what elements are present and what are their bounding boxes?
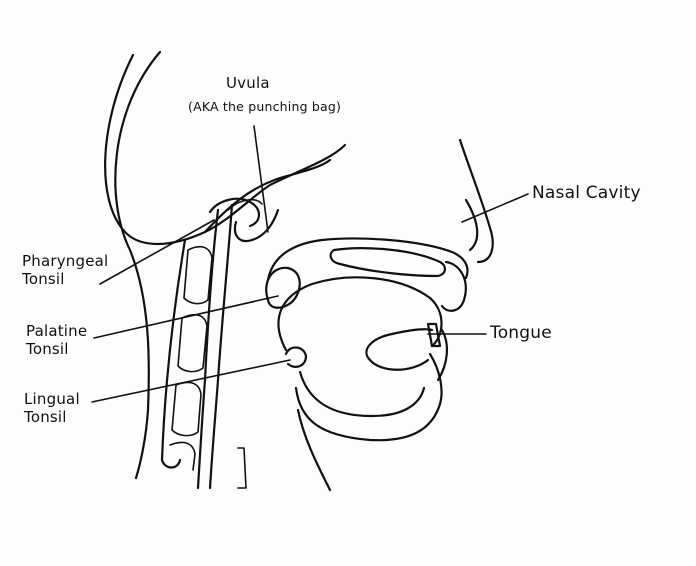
uvula-note: (AKA the punching bag) <box>188 98 341 116</box>
palatine-tonsil-label: Palatine Tonsil <box>26 322 87 358</box>
upper-lip <box>440 260 467 312</box>
palatine-line-2: Tonsil <box>26 340 69 358</box>
lingual-line-1: Lingual <box>24 390 80 408</box>
uvula-label: Uvula <box>226 74 270 92</box>
lingual-tonsil-label: Lingual Tonsil <box>24 390 80 426</box>
epiglottis-stub <box>237 447 247 489</box>
neck-back-outline <box>114 50 162 480</box>
palatine-line-1: Palatine <box>26 322 88 340</box>
mandible-outer <box>294 352 443 442</box>
leader-uvula <box>253 125 269 233</box>
spine-outline <box>160 238 187 469</box>
vertebra-1 <box>183 245 213 305</box>
vertebra-2 <box>177 313 208 373</box>
nose-ridge <box>464 198 479 252</box>
nasopharynx-roof <box>203 158 332 234</box>
airway-tube-front <box>208 203 234 490</box>
pharyngeal-line-1: Pharyngeal <box>22 252 109 270</box>
lingual-tonsil-shape <box>284 346 308 368</box>
airway-tube-back <box>196 208 220 490</box>
tongue-tip <box>368 358 430 371</box>
leader-pharyngeal <box>99 219 215 285</box>
tongue-label: Tongue <box>490 324 552 342</box>
oral-cavity-arc <box>277 276 443 352</box>
leader-nasal-cavity <box>461 193 529 223</box>
uvula-title: Uvula <box>226 74 270 92</box>
palatine-tonsil-shape <box>265 266 301 309</box>
soft-palate-fold <box>227 198 263 211</box>
vertebra-3 <box>171 381 202 437</box>
nasal-cavity-label: Nasal Cavity <box>532 184 641 202</box>
lingual-line-2: Tonsil <box>24 408 67 426</box>
nose-outline <box>458 138 494 264</box>
palate-outer <box>266 237 469 282</box>
leader-lingual <box>91 359 291 403</box>
nasal-cavity-text: Nasal Cavity <box>532 183 641 203</box>
pharyngeal-tonsil-shape <box>208 197 261 228</box>
uvula-shape <box>233 208 280 243</box>
vertebra-4 <box>169 441 196 471</box>
leader-palatine <box>93 295 279 339</box>
front-tooth <box>426 322 442 348</box>
tongue-shape <box>365 328 434 362</box>
chin-outer <box>296 408 332 492</box>
pharyngeal-line-2: Tonsil <box>22 270 65 288</box>
uvula-note-text: (AKA the punching bag) <box>188 99 342 114</box>
palate-inner <box>329 247 446 278</box>
mandible-inner <box>298 370 426 418</box>
pharyngeal-tonsil-label: Pharyngeal Tonsil <box>22 252 108 288</box>
tongue-text: Tongue <box>490 323 552 343</box>
